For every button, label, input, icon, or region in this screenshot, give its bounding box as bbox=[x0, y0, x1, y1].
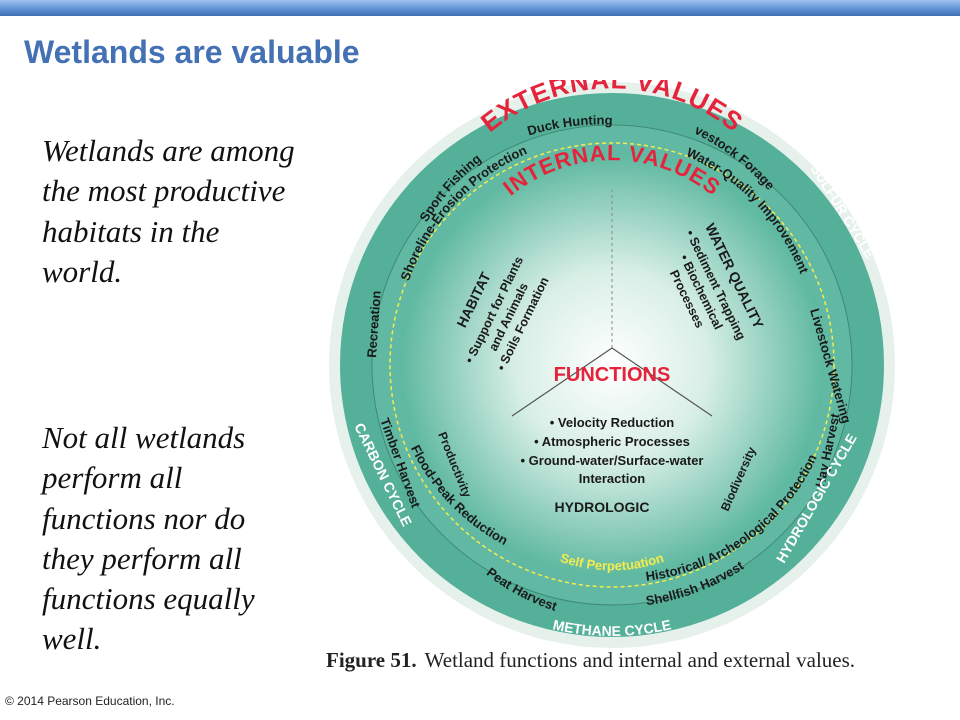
hydrologic-item: • Velocity Reduction bbox=[550, 415, 675, 430]
ext-recreation: Recreation bbox=[364, 290, 384, 358]
wetland-functions-diagram: EXTERNAL VALUES INTERNAL VALUES Duck Hun… bbox=[326, 80, 895, 648]
slide-title: Wetlands are valuable bbox=[24, 34, 360, 70]
paragraph-productive-habitats: Wetlands are among the most productive h… bbox=[42, 133, 295, 289]
figure-caption-text: Wetland functions and internal and exter… bbox=[424, 648, 856, 672]
divider-right bbox=[611, 347, 713, 417]
hydrologic-item: Interaction bbox=[579, 471, 646, 486]
self-perpetuation-boundary bbox=[389, 142, 835, 588]
cycle-methane: METHANE CYCLE bbox=[552, 616, 673, 639]
hydrologic-title: HYDROLOGIC bbox=[555, 499, 650, 515]
internal-values-circle bbox=[400, 153, 824, 577]
divider-left bbox=[511, 347, 613, 417]
hydrologic-item: • Atmospheric Processes bbox=[534, 434, 690, 449]
figure-number: Figure 51. bbox=[326, 648, 417, 672]
slide-top-bar bbox=[0, 0, 960, 16]
paragraph-not-all-wetlands: Not all wetlands perform all functions n… bbox=[42, 420, 255, 657]
hydrologic-item: • Ground-water/Surface-water bbox=[521, 453, 704, 468]
hydrologic-group: • Velocity Reduction • Atmospheric Proce… bbox=[521, 415, 704, 515]
functions-heading: FUNCTIONS bbox=[554, 364, 671, 386]
figure-caption: Figure 51. Wetland functions and internal… bbox=[326, 648, 855, 673]
copyright-notice: © 2014 Pearson Education, Inc. bbox=[5, 694, 175, 708]
